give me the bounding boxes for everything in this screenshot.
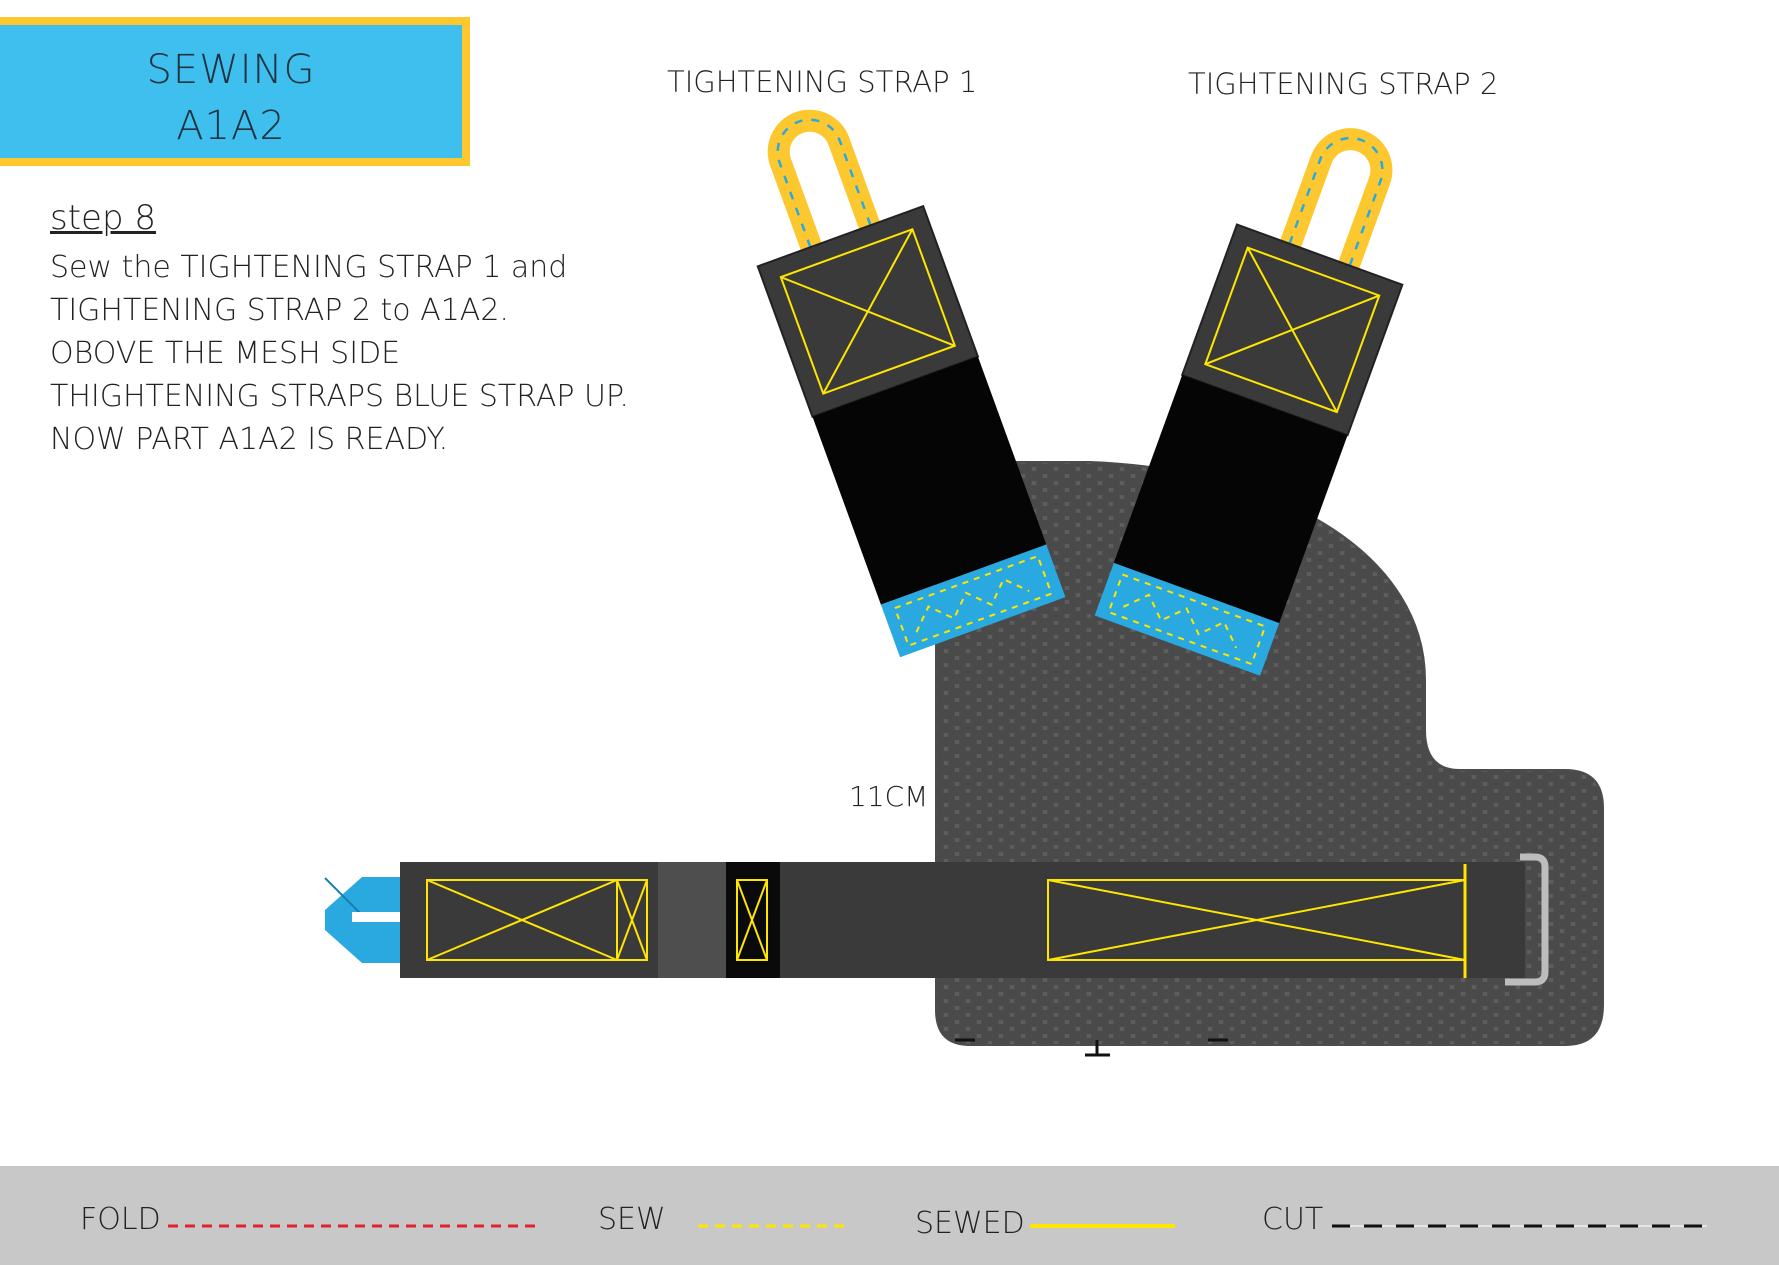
legend-cut-label: CUT [1262,1202,1324,1237]
title-line-1: SEWING [146,47,316,93]
instruction-line-1: Sew the TIGHTENING STRAP 1 and [50,250,568,285]
label-measurement: 11CM [849,780,929,813]
belt-strap [324,853,1549,986]
legend-fold-label: FOLD [80,1202,161,1237]
sewing-diagram [324,109,1604,1057]
instruction-text: Sew the TIGHTENING STRAP 1 and TIGHTENIN… [50,246,629,461]
strap-2-loop-stitch [1288,136,1384,267]
legend-sewed-line [1030,1224,1175,1228]
legend-sewed-label: SEWED [915,1206,1025,1241]
instruction-line-5: NOW PART A1A2 IS READY. [50,422,449,457]
legend-cut-line [1332,1224,1707,1228]
legend-sew-line [698,1224,848,1228]
title-box: SEWING A1A2 [0,17,470,166]
strap-2-blue-tab [1094,562,1280,676]
legend-sew-label: SEW [598,1202,666,1237]
strap-1-blue-tab [880,544,1066,658]
d-ring [1505,853,1549,986]
instruction-line-4: THIGHTENING STRAPS BLUE STRAP UP. [50,379,629,414]
label-tightening-strap-1: TIGHTENING STRAP 1 [667,65,978,99]
instruction-line-2: TIGHTENING STRAP 2 to A1A2. [50,293,509,328]
tightening-strap-2 [1094,128,1404,676]
instruction-line-3: OBOVE THE MESH SIDE [50,336,401,371]
tightening-strap-1 [756,109,1066,658]
label-tightening-strap-2: TIGHTENING STRAP 2 [1188,67,1499,101]
legend-fold-line [168,1224,540,1228]
strap-2-loop [1278,128,1393,274]
strap-1-loop-stitch [776,118,872,248]
alignment-marks [955,1038,1228,1057]
title-line-2: A1A2 [176,103,286,149]
strap-1-loop [767,109,882,256]
step-heading: step 8 [50,198,156,238]
legend-bar: FOLD SEW SEWED CUT [0,1166,1779,1265]
